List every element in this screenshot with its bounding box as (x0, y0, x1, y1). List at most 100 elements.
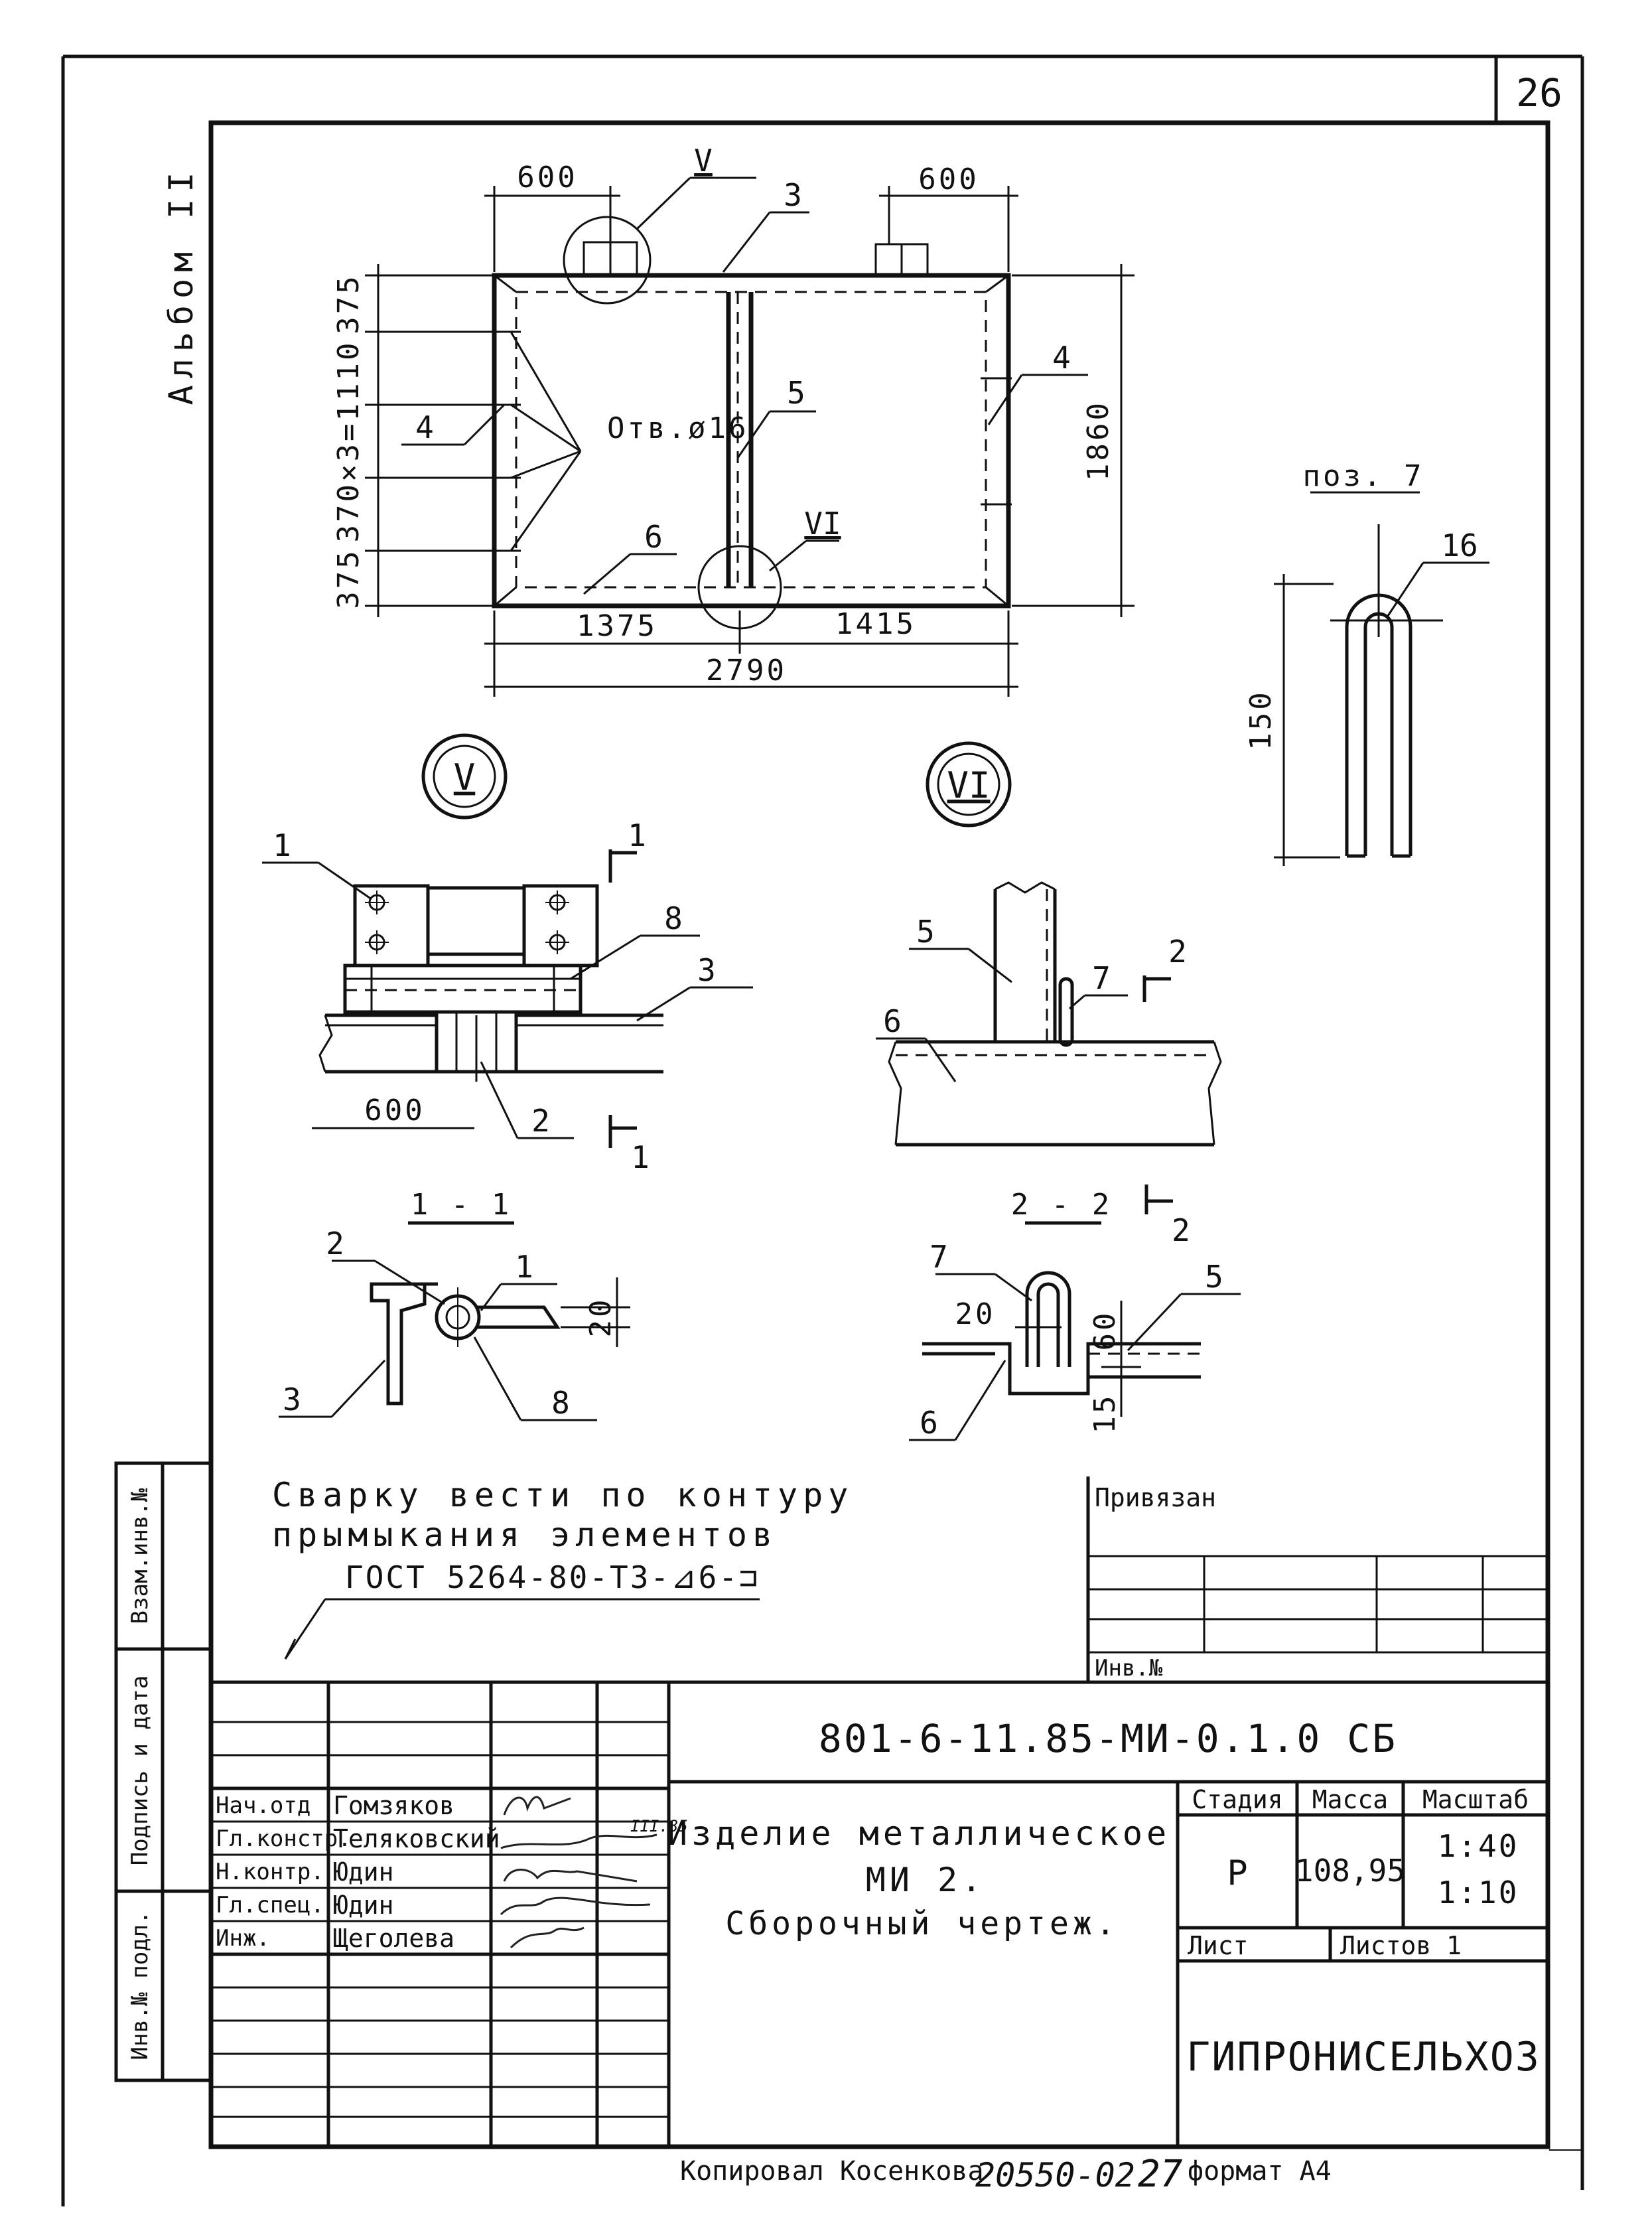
dim-600-right: 600 (918, 163, 979, 196)
pos7-detail (1274, 491, 1489, 866)
side-stamp-podpis-data: Подпись и дата (127, 1676, 153, 1866)
detail-V-pos-8: 8 (664, 900, 683, 936)
section-1-1-pos-2: 2 (326, 1226, 344, 1261)
section-2-2-dim-20: 20 (955, 1297, 996, 1331)
role-inzh: Инж. (216, 1925, 270, 1952)
name-yudin-1: Юдин (333, 1857, 394, 1887)
pos7-title: поз. 7 (1303, 459, 1424, 493)
section-1-1 (279, 1221, 630, 1421)
detail-V-cut-top: 1 (628, 818, 646, 853)
footer-order-no: 20550-02 (975, 2156, 1135, 2194)
plan-view (491, 216, 1012, 630)
title-line3: Сборочный чертеж. (725, 1905, 1119, 1942)
detail-VI-cut-bottom: 2 (1172, 1212, 1190, 1248)
side-stamp-inv-podl: Инв.№ подл. (127, 1910, 153, 2060)
section-1-1-title: 1 - 1 (411, 1188, 512, 1222)
section-2-2-title: 2 - 2 (1011, 1188, 1112, 1222)
name-shchegoleva: Щеголева (333, 1924, 454, 1953)
role-gl-spets: Гл.спец. (216, 1892, 324, 1918)
scale-label: Масштаб (1422, 1785, 1529, 1814)
mass-value: 108,95 (1295, 1853, 1405, 1889)
dim-2790: 2790 (706, 654, 787, 687)
weld-note-line3: ГОСТ 5264-80-Т3-⊿6-⊐ (345, 1559, 760, 1595)
footer-page: 27 (1138, 2153, 1183, 2196)
weld-note-line1: Сварку вести по контуру (272, 1476, 853, 1514)
doc-code: 801-6-11.85-МИ-0.1.0 СБ (819, 1716, 1397, 1761)
holes-note: Отв.ø16 (607, 411, 748, 445)
section-1-1-pos-3: 3 (283, 1382, 301, 1417)
detail-VI-pos-7: 7 (1092, 960, 1111, 996)
detail-VI-cut-top: 2 (1168, 934, 1187, 970)
dim-600-left: 600 (517, 161, 577, 194)
section-2-2 (909, 1221, 1241, 1441)
side-stamp (114, 1461, 213, 2082)
sheets-label: Листов 1 (1340, 1931, 1462, 1960)
detail-V-cut-bottom: 1 (631, 1139, 650, 1175)
footer-copied: Копировал Косенкова (680, 2156, 984, 2187)
sheet-number: 26 (1516, 70, 1562, 115)
detail-VI-pos-6: 6 (883, 1003, 902, 1039)
section-1-1-pos-8: 8 (551, 1385, 570, 1421)
plan-dimensions (365, 186, 1135, 697)
name-telyakovsky: Теляковский (333, 1824, 500, 1853)
sheet-frame (61, 54, 1584, 2206)
name-yudin-2: Юдин (333, 1891, 394, 1920)
pos-3-plan: 3 (784, 177, 802, 213)
detail-V (262, 849, 753, 1148)
pos-4-left-plan: 4 (415, 409, 434, 445)
detail-V-dim-600: 600 (364, 1094, 425, 1127)
detail-V-pos-3: 3 (697, 952, 716, 988)
detail-V-pos-1: 1 (273, 827, 291, 863)
detail-VI-pos-5: 5 (916, 914, 935, 950)
section-1-1-pos-1: 1 (515, 1249, 533, 1285)
pos-6-plan: 6 (644, 519, 663, 555)
dim-1415: 1415 (835, 607, 916, 641)
weld-leader (284, 1598, 760, 1660)
section-2-2-pos-5: 5 (1205, 1259, 1223, 1295)
binding-inv-no: Инв.№ (1095, 1655, 1163, 1682)
role-gl-konstr: Гл.констр. (216, 1826, 352, 1852)
signature-date: III.85 (630, 1817, 688, 1835)
weld-note-line2: прымыкания элементов (272, 1516, 778, 1554)
mass-label: Масса (1312, 1785, 1388, 1814)
dim-375-top: 375 (332, 273, 366, 334)
name-gomzyakov: Гомзяков (333, 1791, 454, 1820)
role-n-kontr: Н.контр. (216, 1859, 324, 1885)
pos-5-plan: 5 (787, 375, 805, 411)
side-stamp-vzam-inv: Взам.инв.№ (127, 1488, 153, 1624)
scale-value-1: 1:40 (1438, 1828, 1519, 1864)
stage-value: Р (1227, 1853, 1247, 1893)
pos-4-right-plan: 4 (1052, 340, 1071, 376)
pos7-pos-16: 16 (1441, 528, 1478, 563)
detail-VI-title: VI (947, 764, 990, 806)
title-block (211, 1680, 1548, 2147)
section-2-2-pos-7: 7 (929, 1239, 948, 1275)
detail-VI (876, 881, 1222, 1214)
title-line2: МИ 2. (866, 1861, 986, 1899)
album-label: Альбом II (162, 166, 200, 405)
role-nach-otd: Нач.отд (216, 1792, 310, 1819)
plan-leaders (401, 177, 1088, 595)
callout-V-plan: V (694, 143, 713, 179)
organization: ГИПРОНИСЕЛЬХОЗ (1186, 2034, 1541, 2080)
section-2-2-pos-6: 6 (920, 1405, 938, 1441)
title-line1: Изделие металлическое (667, 1814, 1170, 1853)
pos7-dim-150: 150 (1244, 689, 1278, 750)
detail-V-pos-2: 2 (531, 1103, 550, 1139)
section-2-2-dim-60: 60 (1088, 1311, 1122, 1351)
signatures (500, 1796, 657, 1949)
dim-370x3: 370×3=1110 (332, 340, 366, 543)
stage-label: Стадия (1192, 1785, 1282, 1814)
section-2-2-dim-15: 15 (1088, 1394, 1122, 1434)
callout-VI-plan: VI (804, 506, 841, 541)
detail-titles (421, 733, 1012, 827)
binding-privyazan: Привязан (1095, 1483, 1216, 1512)
detail-V-title: V (454, 756, 476, 798)
footer-format: формат А4 (1188, 2156, 1332, 2187)
scale-value-2: 1:10 (1438, 1875, 1519, 1910)
dim-375-bottom: 375 (332, 548, 366, 609)
binding-block (1086, 1476, 1548, 1682)
dim-1860: 1860 (1081, 400, 1115, 481)
dim-1375: 1375 (577, 609, 657, 643)
